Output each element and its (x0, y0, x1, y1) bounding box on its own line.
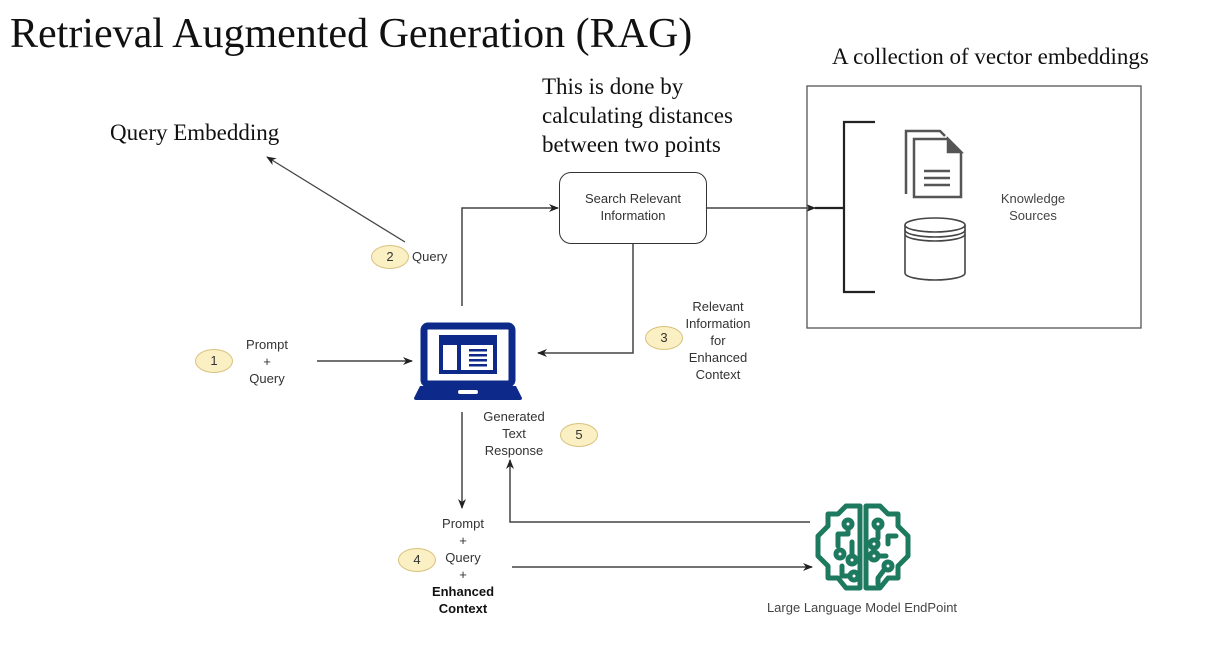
step-label-line: Generated (483, 409, 545, 424)
step-label-line: Text (502, 426, 526, 441)
step-label-line: Context (438, 601, 488, 616)
search-node-line: Information (600, 208, 666, 223)
relevant-info-arrow (537, 244, 634, 357)
step-label-line: + (263, 354, 271, 369)
step-label-line: + (459, 567, 467, 582)
distance-note-line: This is done by (542, 74, 684, 99)
query-embedding-label: Query Embedding (110, 120, 280, 145)
step-4-badge: 4 (398, 548, 436, 572)
distance-note: This is done by calculating distances be… (542, 72, 733, 159)
vector-collection-label: A collection of vector embeddings (832, 44, 1149, 69)
step-label-line: Query (249, 371, 285, 386)
llm-brain-icon[interactable] (812, 498, 912, 596)
step-label-line: Enhanced (431, 584, 495, 599)
search-relevant-information-node[interactable]: Search Relevant Information (559, 172, 707, 244)
step-2-badge: 2 (371, 245, 409, 269)
step-label-line: Enhanced (688, 350, 748, 365)
database-icon (904, 217, 966, 281)
step-label-line: Prompt (246, 337, 288, 352)
step-label-line: + (459, 533, 467, 548)
search-node-line: Search Relevant (584, 191, 682, 206)
step-label-line: Prompt (442, 516, 484, 531)
knowledge-sources-container (806, 85, 1142, 329)
laptop-icon[interactable] (412, 322, 524, 402)
page-title: Retrieval Augmented Generation (RAG) (10, 11, 693, 57)
step-5-badge: 5 (560, 423, 598, 447)
step-1-label: Prompt + Query (232, 336, 302, 387)
knowledge-bracket (842, 120, 875, 294)
knowledge-label-line: Knowledge (1000, 191, 1066, 206)
distance-note-line: between two points (542, 132, 721, 157)
step-4-label: Prompt + Query + Enhanced Context (425, 515, 501, 617)
document-icon (904, 129, 965, 199)
step-3-label: Relevant Information for Enhanced Contex… (674, 298, 762, 383)
step-label-line: Relevant (692, 299, 744, 314)
distance-note-line: calculating distances (542, 103, 733, 128)
knowledge-label-line: Sources (1009, 208, 1057, 223)
step-5-label: Generated Text Response (474, 408, 554, 459)
step-label-line: Context (695, 367, 741, 382)
step-label-line: Query (445, 550, 481, 565)
step-1-badge: 1 (195, 349, 233, 373)
step-label-line: for (710, 333, 726, 348)
llm-endpoint-label: Large Language Model EndPoint (766, 600, 958, 615)
knowledge-icons (904, 129, 966, 281)
llm-response-arrow (506, 459, 810, 523)
query-embedding-arrow (266, 156, 406, 243)
step-label-line: Response (484, 443, 544, 458)
knowledge-sources-label: Knowledge Sources (990, 190, 1076, 224)
step-2-label: Query (412, 249, 448, 264)
step-3-badge: 3 (645, 326, 683, 350)
query-to-search-arrow (461, 204, 559, 306)
step-label-line: Information (685, 316, 751, 331)
